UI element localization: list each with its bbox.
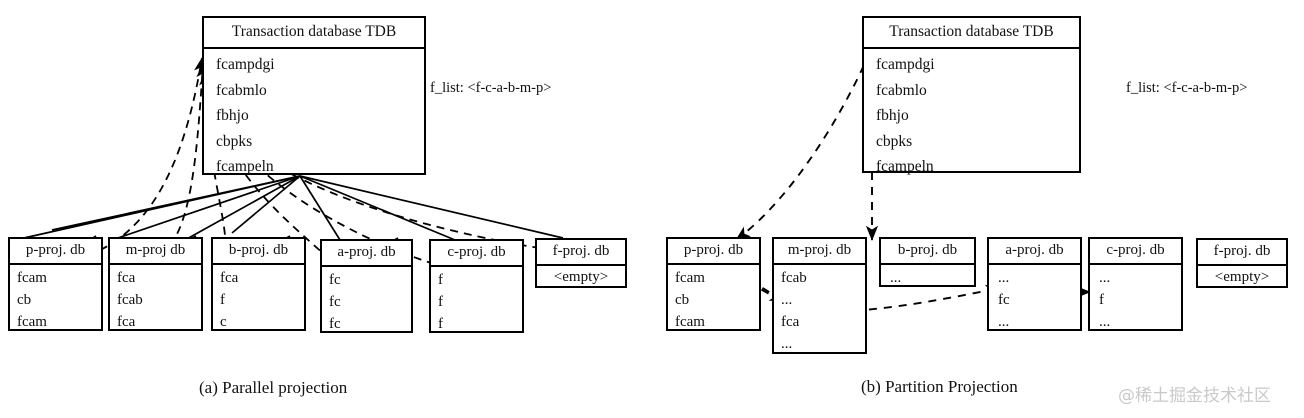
projection-title: f-proj. db <box>537 240 625 266</box>
projection-box-m-panel-a: m-proj db fca fcab fca <box>108 237 203 331</box>
projection-rows: fca f c <box>213 265 304 335</box>
projection-title: m-proj db <box>110 239 201 265</box>
projection-row: fc <box>329 294 341 310</box>
projection-row: ... <box>781 292 793 308</box>
f-list-label-panel-b: f_list: <f-c-a-b-m-p> <box>1126 80 1248 96</box>
projection-row: fca <box>220 270 239 286</box>
projection-row: cb <box>17 292 32 308</box>
projection-row: fc <box>998 292 1010 308</box>
projection-box-p-panel-a: p-proj. db fcam cb fcam <box>8 237 103 331</box>
tdb-transaction: fcabmlo <box>216 81 267 99</box>
panel-a-solid-fan <box>14 175 564 241</box>
tdb-transaction: fcabmlo <box>876 81 927 99</box>
projection-rows: <empty> <box>537 266 625 288</box>
f-list-label-panel-a: f_list: <f-c-a-b-m-p> <box>430 80 552 96</box>
projection-title: p-proj. db <box>10 239 101 265</box>
caption-panel-b: (b) Partition Projection <box>861 377 1018 396</box>
projection-box-a-panel-a: a-proj. db fc fc fc <box>320 239 413 333</box>
projection-row: cb <box>675 292 690 308</box>
projection-box-c-panel-b: c-proj. db ... f ... <box>1088 237 1183 331</box>
projection-row: f <box>438 316 443 332</box>
projection-rows: fcam cb fcam <box>668 265 759 335</box>
projection-row: ... <box>1099 270 1111 286</box>
projection-box-c-panel-a: c-proj. db f f f <box>429 239 524 333</box>
projection-title: b-proj. db <box>213 239 304 265</box>
tdb-box-panel-a: Transaction database TDB fcampdgi fcabml… <box>202 16 426 175</box>
projection-box-a-panel-b: a-proj. db ... fc ... <box>987 237 1082 331</box>
tdb-title: Transaction database TDB <box>204 18 424 49</box>
tdb-transaction: fcampeln <box>876 158 934 175</box>
projection-row: f <box>438 294 443 310</box>
tdb-transaction-list: fcampdgi fcabmlo fbhjo cbpks fcampeln <box>864 49 1079 186</box>
tdb-transaction: fbhjo <box>876 107 909 124</box>
projection-rows: ... fc ... <box>989 265 1080 335</box>
projection-box-f-panel-a: f-proj. db <empty> <box>535 238 627 288</box>
projection-row: fca <box>117 314 136 330</box>
projection-box-p-panel-b: p-proj. db fcam cb fcam <box>666 237 761 331</box>
projection-row: fc <box>329 316 341 332</box>
projection-rows: fc fc fc <box>322 267 411 337</box>
projection-rows: fca fcab fca <box>110 265 201 335</box>
watermark: @稀土掘金技术社区 <box>1118 386 1271 406</box>
tdb-transaction: cbpks <box>876 132 913 150</box>
projection-title: p-proj. db <box>668 239 759 265</box>
tdb-title: Transaction database TDB <box>864 18 1079 49</box>
projection-rows: fcam cb fcam <box>10 265 101 335</box>
tdb-transaction: fcampeln <box>216 158 274 175</box>
projection-rows: f f f <box>431 267 522 337</box>
projection-row: ... <box>1099 314 1111 330</box>
tdb-transaction-list: fcampdgi fcabmlo fbhjo cbpks fcampeln <box>204 49 424 186</box>
projection-title: c-proj. db <box>431 241 522 267</box>
projection-row: <empty> <box>553 269 609 285</box>
panel-b-dashed-from-tdb <box>735 51 879 241</box>
projection-row: c <box>220 314 227 330</box>
projection-row: fcab <box>117 292 143 308</box>
projection-row: fca <box>781 314 800 330</box>
tdb-transaction: fcampdgi <box>876 56 935 73</box>
tdb-transaction: fbhjo <box>216 107 249 124</box>
projection-row: f <box>438 272 443 288</box>
projection-box-f-panel-b: f-proj. db <empty> <box>1196 238 1288 288</box>
tdb-transaction: cbpks <box>216 132 253 150</box>
caption-panel-a: (a) Parallel projection <box>199 378 348 397</box>
projection-row: fcam <box>17 314 47 330</box>
projection-row: f <box>1099 292 1104 308</box>
projection-row: fcam <box>675 270 705 286</box>
projection-title: c-proj. db <box>1090 239 1181 265</box>
projection-row: <empty> <box>1214 269 1270 285</box>
projection-row: fcab <box>781 270 807 286</box>
projection-box-b-panel-b: b-proj. db ... <box>879 237 976 287</box>
projection-row: f <box>220 292 225 308</box>
projection-title: a-proj. db <box>322 241 411 267</box>
projection-row: fcam <box>675 314 705 330</box>
projection-rows: ... f ... <box>1090 265 1181 335</box>
projection-box-b-panel-a: b-proj. db fca f c <box>211 237 306 331</box>
projection-rows: <empty> <box>1198 266 1286 288</box>
projection-row: ... <box>998 314 1010 330</box>
projection-row: ... <box>890 270 902 286</box>
tdb-transaction: fcampdgi <box>216 56 275 73</box>
projection-row: ... <box>781 336 793 352</box>
projection-box-m-panel-b: m-proj. db fcab ... fca ... <box>772 237 867 354</box>
projection-row: fca <box>117 270 136 286</box>
projection-rows: fcab ... fca ... <box>774 265 865 357</box>
projection-title: a-proj. db <box>989 239 1080 265</box>
tdb-box-panel-b: Transaction database TDB fcampdgi fcabml… <box>862 16 1081 175</box>
projection-row: fcam <box>17 270 47 286</box>
projection-title: b-proj. db <box>881 239 974 265</box>
projection-title: m-proj. db <box>774 239 865 265</box>
projection-rows: ... <box>881 265 974 291</box>
projection-row: ... <box>998 270 1010 286</box>
projection-row: fc <box>329 272 341 288</box>
projection-title: f-proj. db <box>1198 240 1286 266</box>
